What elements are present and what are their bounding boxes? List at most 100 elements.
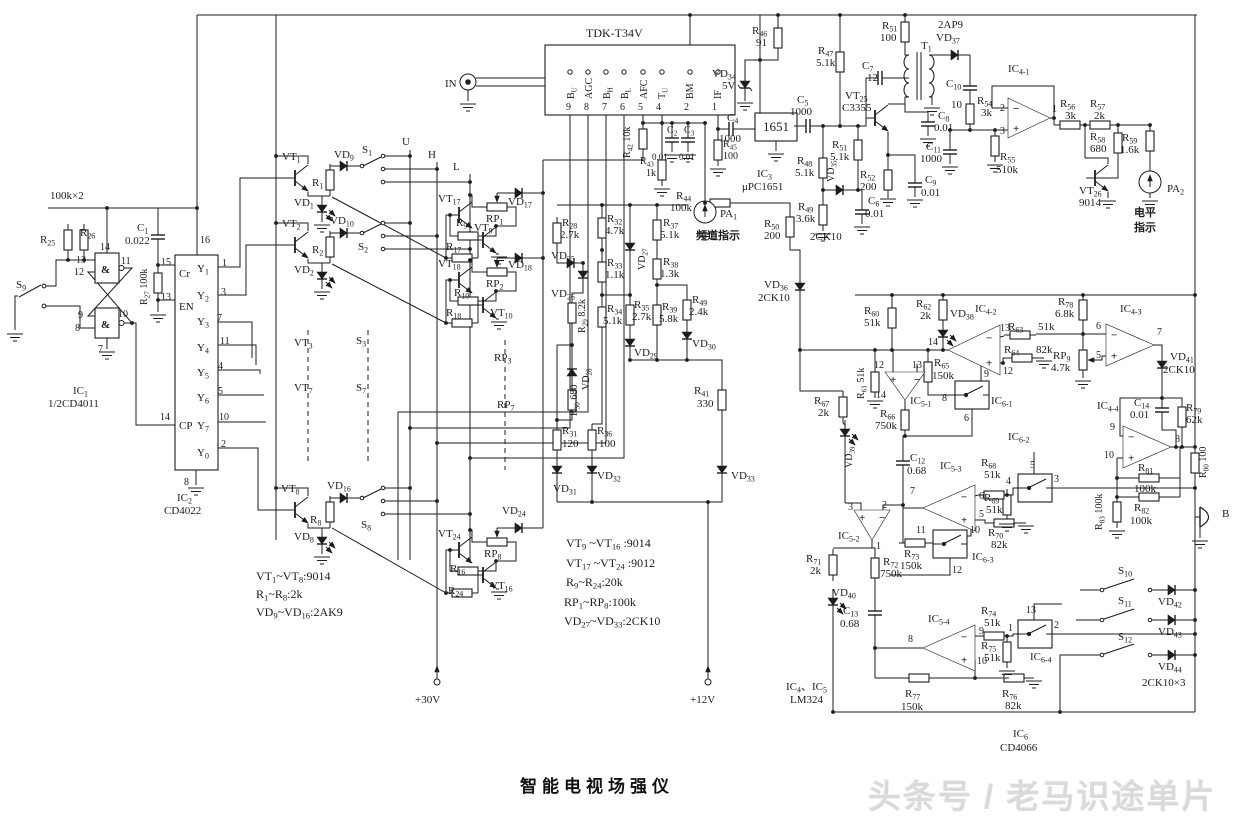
r78 bbox=[1078, 294, 1088, 326]
ic2-part: CD4022 bbox=[164, 505, 201, 517]
c9-value: 0.01 bbox=[921, 187, 940, 199]
ic63-label: IC6-3 bbox=[972, 551, 994, 565]
wire bbox=[853, 189, 863, 200]
ic44-p8: 8 bbox=[1175, 434, 1180, 445]
ic4-1: −+ bbox=[1007, 97, 1051, 139]
g1-p13: 13 bbox=[76, 255, 86, 266]
if-amp-1651-block: 1651 bbox=[754, 112, 798, 142]
vd18 bbox=[506, 252, 532, 264]
ic53-p7: 7 bbox=[910, 486, 915, 497]
junction-dot bbox=[494, 559, 498, 563]
ic2-pin16: 16 bbox=[200, 235, 210, 246]
wire bbox=[474, 304, 479, 323]
ground-symbol bbox=[1109, 530, 1125, 539]
ic42-p14: 14 bbox=[928, 337, 938, 348]
ground-symbol bbox=[815, 233, 831, 242]
r32-value: 4.7k bbox=[605, 225, 625, 237]
pin-bm: BM bbox=[685, 83, 696, 99]
vd8-label: VD8 bbox=[294, 531, 314, 545]
ic53-p6: 6 bbox=[979, 491, 984, 502]
r46-label: R46 bbox=[752, 25, 767, 39]
r81-label: R81 bbox=[1138, 462, 1153, 476]
ground-symbol bbox=[460, 103, 476, 112]
r1-label: R1 bbox=[312, 177, 323, 191]
r46 bbox=[773, 22, 783, 54]
junction-dot bbox=[195, 206, 199, 210]
vd10-label: VD10 bbox=[330, 215, 354, 229]
r45-value: 100 bbox=[723, 151, 738, 162]
r35-value: 2.7k bbox=[632, 311, 652, 323]
r42-label: R42 10k bbox=[622, 127, 635, 158]
r65-value: 150k bbox=[932, 370, 955, 382]
junction-dot bbox=[448, 548, 452, 552]
ground-symbol bbox=[1100, 200, 1116, 209]
ic2-y6: Y6 bbox=[197, 392, 209, 406]
ground-symbol bbox=[867, 400, 883, 409]
vd43 bbox=[1159, 614, 1185, 626]
r52 bbox=[883, 164, 893, 196]
r75-value: 51k bbox=[984, 652, 1001, 664]
terminal-30v bbox=[433, 665, 441, 686]
c5 bbox=[794, 119, 822, 133]
c2 bbox=[665, 128, 679, 152]
wire bbox=[331, 527, 447, 594]
ic51-p12: 12 bbox=[874, 360, 884, 371]
ground-symbol bbox=[680, 154, 696, 163]
vt3-label: VT3 bbox=[294, 337, 313, 351]
r67-label: R67 bbox=[814, 395, 829, 409]
wire bbox=[132, 322, 175, 426]
r40-value: 2.4k bbox=[689, 306, 709, 318]
r49-label: R49 bbox=[798, 201, 813, 215]
pn-9: 9 bbox=[566, 102, 571, 113]
junction-dot bbox=[274, 154, 278, 158]
r54-label: R54 bbox=[977, 95, 992, 109]
vt24 bbox=[450, 536, 473, 564]
ground-symbol bbox=[1026, 680, 1042, 689]
vd42-44-part: 2CK10×3 bbox=[1142, 677, 1186, 689]
r8-label: R8 bbox=[310, 514, 321, 528]
r47-value: 5.1k bbox=[816, 57, 836, 69]
ic2-y0: Y0 bbox=[197, 447, 209, 461]
r28-value: 2.7k bbox=[560, 229, 580, 241]
junction-dot bbox=[105, 206, 109, 210]
c7-value: 12 bbox=[867, 72, 878, 84]
r47-label: R47 bbox=[818, 45, 833, 59]
r49-value: 3.6k bbox=[796, 213, 816, 225]
junction-dot bbox=[706, 500, 710, 504]
ic2-y4: Y4 bbox=[197, 342, 209, 356]
note-ctr-1: VT9 ~VT16 :9014 bbox=[566, 536, 651, 552]
vt17-label: VT17 bbox=[438, 193, 461, 207]
r32 bbox=[597, 212, 607, 244]
r70-label: R70 bbox=[988, 527, 1003, 541]
wire bbox=[449, 280, 452, 302]
wire bbox=[1059, 654, 1102, 712]
r79 bbox=[1177, 401, 1187, 433]
junction-dot bbox=[468, 258, 472, 262]
junction-dot bbox=[408, 221, 412, 225]
wire bbox=[888, 96, 909, 105]
r64 bbox=[1006, 353, 1038, 363]
vt7-label: VT7 bbox=[294, 382, 313, 396]
svg-text:+: + bbox=[961, 655, 967, 667]
s8 bbox=[359, 485, 386, 517]
wire bbox=[905, 409, 973, 437]
wire bbox=[484, 291, 497, 302]
r83 bbox=[1112, 496, 1122, 528]
ic41-p1: 1 bbox=[1052, 104, 1057, 115]
r35-label: R35 bbox=[634, 299, 649, 313]
c4-label: C4 bbox=[727, 112, 738, 126]
junction-dot bbox=[600, 293, 604, 297]
wire bbox=[449, 215, 452, 237]
c6-value: 0.01 bbox=[865, 208, 884, 220]
ic6-3 bbox=[932, 529, 968, 559]
ic63-p12: 12 bbox=[952, 565, 962, 576]
ic54-p9: 9 bbox=[979, 626, 984, 637]
g2-p7: 7 bbox=[98, 344, 103, 355]
tuner-pin-tu bbox=[659, 69, 665, 75]
c1-label: C1 bbox=[137, 222, 148, 236]
wire bbox=[902, 435, 905, 451]
wire bbox=[1085, 157, 1109, 164]
ground-symbol bbox=[1142, 200, 1158, 209]
junction-dot bbox=[688, 13, 692, 17]
vt10-label: VT10 bbox=[490, 307, 513, 321]
